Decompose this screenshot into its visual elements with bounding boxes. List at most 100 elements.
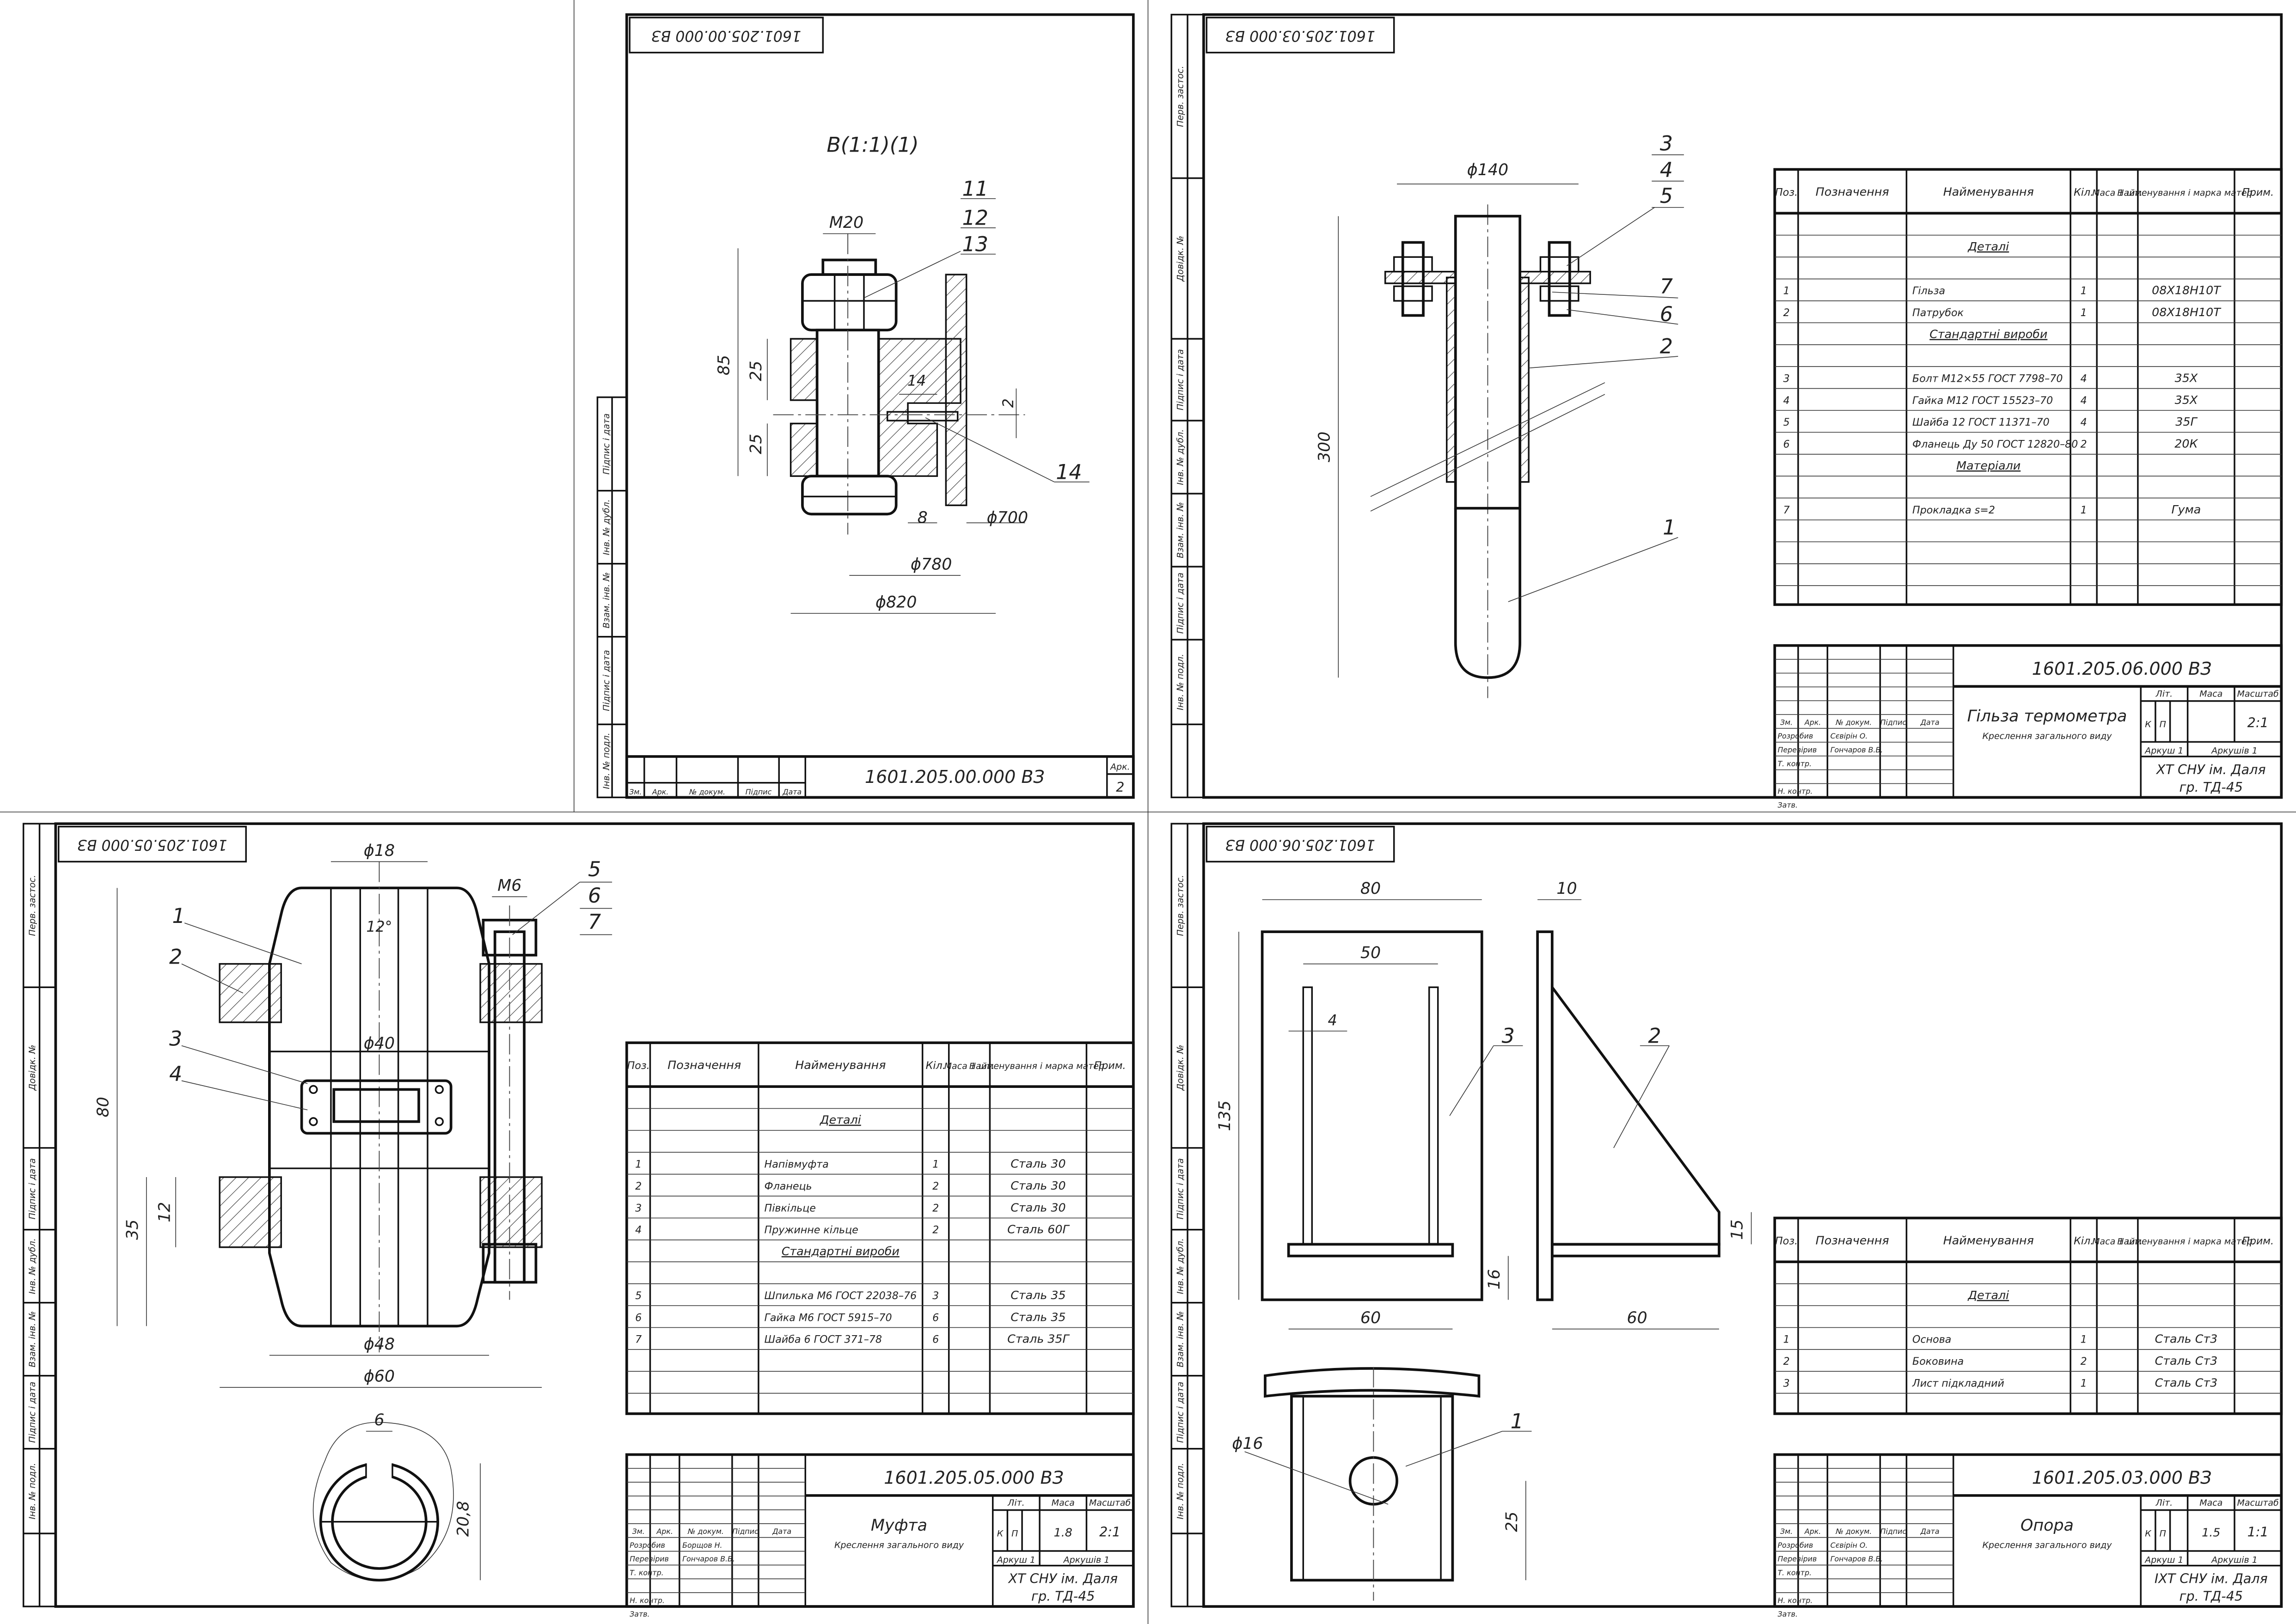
- dim-135: 135: [1216, 1100, 1234, 1131]
- leader-1: 1: [1511, 1410, 1524, 1434]
- tb-mass-head: Маса: [2199, 689, 2223, 699]
- spec-row-4-qty: 2: [932, 1224, 939, 1236]
- spec-h-note: Прим.: [1094, 1060, 1126, 1072]
- sheet-bottom-right: 1601.205.06.000 ВЗ 80 50 4 135 60: [1170, 822, 2283, 1618]
- spec-row-2-qty: 2: [2081, 1355, 2087, 1368]
- leader-13: 13: [962, 233, 988, 256]
- spec-row-4-mat: 35Х: [2175, 371, 2198, 385]
- tb-row-5: Затв.: [1778, 801, 1798, 810]
- spec-row-3-name: Лист підкладний: [1912, 1378, 2004, 1390]
- spec-row-4-pos: 4: [635, 1224, 642, 1236]
- tb-row-0: Розробив: [1778, 1541, 1813, 1550]
- leader-3: 3: [169, 1027, 182, 1051]
- spec-row-2-pos: 2: [635, 1180, 642, 1192]
- tb-row-1: Перевірив: [1778, 1555, 1817, 1563]
- side-label: Інв. № дубл.: [1176, 429, 1186, 485]
- tb-code: 1601.205.00.000 ВЗ: [865, 767, 1045, 787]
- tb-row-2: Т. контр.: [1778, 759, 1812, 768]
- stamp-code: 1601.205.00.000 ВЗ: [651, 27, 801, 44]
- spec-row-1-name: Напівмуфта: [765, 1159, 829, 1171]
- tb-org: ХТ СНУ ім. Даля: [2155, 762, 2265, 777]
- spec-row-4-name: Болт М12×55 ГОСТ 7798–70: [1912, 372, 2063, 385]
- spec-row-3-mat: Сталь Ст3: [2155, 1376, 2218, 1390]
- spec-row-3-pos: 3: [1783, 1378, 1790, 1390]
- spec-row-0-name: Деталі: [1967, 240, 2009, 253]
- spec-row-3-qty: 1: [2081, 1378, 2087, 1390]
- dim-25a: 25: [747, 361, 765, 381]
- tb-sheet: Аркуш 1: [2144, 746, 2183, 756]
- spec-row-2-mat: Сталь Ст3: [2155, 1354, 2218, 1368]
- shaft-left-lower: [219, 1176, 282, 1248]
- tb-org: ІХТ СНУ ім. Даля: [2155, 1571, 2268, 1587]
- tb-row-4: Н. контр.: [1778, 1596, 1813, 1605]
- dim-d16: ϕ16: [1232, 1435, 1263, 1453]
- tb-row-1: Перевірив: [630, 1555, 669, 1563]
- spec-row-6-mat: 35Г: [2175, 415, 2198, 428]
- spec-row-2-name: Бoковина: [1912, 1355, 1964, 1368]
- dim-20-8: 20,8: [454, 1501, 473, 1537]
- tb-head-3: Підпис: [732, 1527, 759, 1536]
- spec-row-9-pos: 7: [1783, 504, 1790, 516]
- tb-subtitle: Креслення загального виду: [1982, 731, 2112, 741]
- dim-12: 12: [155, 1202, 174, 1222]
- dims-tl: M20 85 25 25 14 2 8 ϕ700 ϕ780 ϕ820: [715, 214, 1028, 614]
- spec-row-2-mat: 08Х18Н10Т: [2152, 305, 2222, 319]
- spec-row-5-name: Гайка М12 ГОСТ 15523–70: [1912, 395, 2053, 407]
- dim-15: 15: [1728, 1220, 1747, 1240]
- spec-row-7-pos: 6: [1783, 439, 1790, 451]
- tb-org: ХТ СНУ ім. Даля: [1008, 1571, 1118, 1587]
- tb-head-0: Зм.: [1780, 718, 1793, 727]
- tb-row-0: Розробив: [630, 1541, 665, 1550]
- spec-row-1-name: Гільза: [1912, 285, 1945, 297]
- dim-25: 25: [1503, 1512, 1521, 1532]
- tb-scale-head: Масштаб: [2237, 689, 2279, 699]
- spec-row-1-pos: 1: [1783, 285, 1790, 297]
- leader-4: 4: [169, 1062, 182, 1086]
- side-label: Довідк. №: [1176, 236, 1186, 282]
- dim-10: 10: [1556, 879, 1577, 898]
- spec-row-2-name: Фланець: [765, 1180, 812, 1192]
- spec-row-8-name: Матеріали: [1956, 459, 2020, 472]
- side-label: Інв. № подл.: [1176, 654, 1186, 710]
- spec-row-5-pos: 4: [1783, 395, 1790, 407]
- spec-h-mass: Маса 1 шт.: [2092, 1236, 2143, 1246]
- side-label: Підпис і дата: [1176, 1382, 1186, 1443]
- side-label: Інв. № дубл.: [1176, 1238, 1186, 1294]
- spec-row-4-pos: 3: [1783, 372, 1790, 385]
- tb-lit-k: К: [2145, 720, 2152, 730]
- leader-1: 1: [172, 904, 185, 928]
- leader-7: 7: [1660, 275, 1673, 299]
- tb-head-3: Підпис: [1880, 718, 1907, 727]
- spec-row-6-mat: Сталь 35: [1010, 1288, 1065, 1302]
- leader-5: 5: [588, 858, 601, 881]
- side-label: Взам. інв. №: [601, 572, 612, 629]
- spec-row-1-mat: Сталь 30: [1010, 1157, 1065, 1171]
- tb-head-ark: Арк.: [652, 788, 668, 796]
- support-side-view: 10 15 16 60: [1485, 879, 1752, 1330]
- tb-code: 1601.205.05.000 ВЗ: [884, 1468, 1064, 1488]
- tb-scale: 1:1: [2247, 1524, 2269, 1539]
- spec-h-name: Найменування: [795, 1058, 886, 1072]
- tb-name-1: Гончаров В.В.: [1831, 745, 1883, 754]
- spec-row-7-pos: 6: [635, 1312, 642, 1324]
- tb-head-zm: Зм.: [629, 788, 642, 796]
- leader-1: 1: [1663, 516, 1676, 540]
- spec-row-2-qty: 1: [2081, 307, 2087, 319]
- spec-row-2-mat: Сталь 30: [1010, 1179, 1065, 1192]
- tb-lit-p: П: [2160, 720, 2166, 730]
- spec-h-pos: Поз.: [1775, 186, 1798, 198]
- spec-h-qty: Кіл.: [2074, 1235, 2094, 1247]
- dim-60b: 60: [1627, 1309, 1647, 1327]
- tb-mass-head: Маса: [2199, 1498, 2223, 1508]
- spec-row-2-pos: 2: [1783, 307, 1790, 319]
- stamp-box: [57, 825, 247, 863]
- tb-head-1: Арк.: [1804, 718, 1821, 727]
- tb-title: Муфта: [871, 1516, 927, 1535]
- spec-row-7-name: Фланець Ду 50 ГОСТ 12820–80: [1912, 439, 2078, 451]
- side-label: Інв. № подл.: [1176, 1463, 1186, 1519]
- dim-35: 35: [123, 1220, 142, 1240]
- spec-h-pos: Поз.: [627, 1060, 650, 1072]
